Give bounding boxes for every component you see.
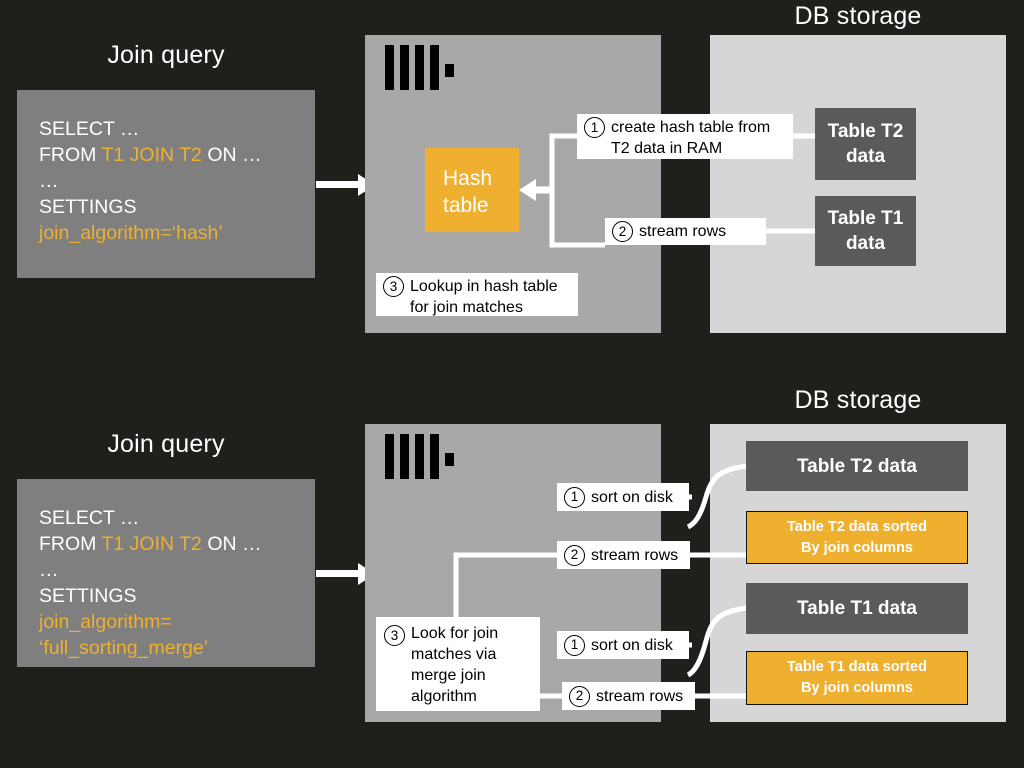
chip-table-t1-sorted: Table T1 data sorted By join columns xyxy=(746,651,968,705)
connector-lines-top xyxy=(536,133,816,248)
query-line: join_algorithm=‘hash’ xyxy=(39,222,223,244)
callout-stream-rows-t2: 2 stream rows xyxy=(557,541,690,569)
chip-label: Table T2 data xyxy=(796,455,917,477)
step-number-badge: 2 xyxy=(564,544,585,566)
query-line: SETTINGS xyxy=(39,196,137,218)
callout-stream-rows-top: 2 stream rows xyxy=(605,218,766,245)
chip-label: Table T1 data xyxy=(796,598,917,619)
join-query-heading-top: Join query xyxy=(107,41,225,69)
chip-table-t2-data-top: Table T2 data xyxy=(815,108,916,180)
callout-create-hash-table: 1 create hash table from T2 data in RAM xyxy=(577,114,793,159)
step-number-badge: 3 xyxy=(384,625,405,646)
callout-merge-join-lookup: 3 Look for join matches via merge join a… xyxy=(376,617,540,711)
chip-label: Table T2 data xyxy=(827,121,904,167)
arrow-query-to-server-top xyxy=(316,181,359,188)
query-box-merge: SELECT … FROM T1 JOIN T2 ON … … SETTINGS… xyxy=(17,479,315,667)
callout-text: create hash table from T2 data in RAM xyxy=(611,119,771,157)
callout-stream-rows-t1: 2 stream rows xyxy=(562,682,695,710)
query-line: ‘full_sorting_merge’ xyxy=(39,637,209,659)
query-line: SETTINGS xyxy=(39,585,137,607)
query-line: … xyxy=(39,170,59,192)
hash-table-label: Hash table xyxy=(443,167,493,217)
callout-text: stream rows xyxy=(596,687,684,705)
chip-label: Table T2 data sorted By join columns xyxy=(787,518,927,556)
chip-table-t2-sorted: Table T2 data sorted By join columns xyxy=(746,511,968,564)
query-line: FROM T1 JOIN T2 ON … xyxy=(39,533,262,555)
callout-text: sort on disk xyxy=(591,636,673,654)
query-line: SELECT … xyxy=(39,118,140,140)
chip-table-t1-data-bottom: Table T1 data xyxy=(746,583,968,634)
query-line: SELECT … xyxy=(39,507,140,529)
callout-text: Lookup in hash table for join matches xyxy=(410,278,558,316)
chip-label: Table T1 data sorted By join columns xyxy=(787,659,927,696)
db-storage-heading-top: DB storage xyxy=(794,2,922,30)
callout-sort-on-disk-t2: 1 sort on disk xyxy=(557,483,689,511)
callout-text: sort on disk xyxy=(591,488,673,506)
query-box-hash: SELECT … FROM T1 JOIN T2 ON … … SETTINGS… xyxy=(17,90,315,278)
step-number-badge: 1 xyxy=(564,634,585,656)
callout-sort-on-disk-t1: 1 sort on disk xyxy=(557,631,689,659)
db-storage-heading-bottom: DB storage xyxy=(794,386,922,414)
step-number-badge: 1 xyxy=(564,486,585,508)
step-number-badge: 2 xyxy=(612,221,633,242)
storage-panel-top xyxy=(710,35,1006,333)
query-line: join_algorithm= xyxy=(39,611,172,633)
callout-text: stream rows xyxy=(591,546,679,564)
chip-label: Table T1 data xyxy=(827,208,904,254)
callout-lookup-hash-table: 3 Lookup in hash table for join matches xyxy=(376,273,578,316)
chip-table-t1-data-top: Table T1 data xyxy=(815,196,916,266)
clickhouse-logo-icon xyxy=(385,434,455,479)
step-number-badge: 3 xyxy=(383,276,404,297)
hash-table-box: Hash table xyxy=(425,148,519,232)
callout-text: stream rows xyxy=(639,223,727,240)
callout-text: Look for join matches via merge join alg… xyxy=(411,625,499,705)
step-number-badge: 1 xyxy=(584,117,605,138)
step-number-badge: 2 xyxy=(569,685,590,707)
chip-table-t2-data-bottom: Table T2 data xyxy=(746,441,968,491)
join-query-heading-bottom: Join query xyxy=(107,430,225,458)
arrow-head-icon xyxy=(519,179,536,201)
clickhouse-logo-icon xyxy=(385,45,455,90)
arrow-query-to-server-bottom xyxy=(316,570,359,577)
query-line: … xyxy=(39,559,59,581)
query-line: FROM T1 JOIN T2 ON … xyxy=(39,144,262,166)
